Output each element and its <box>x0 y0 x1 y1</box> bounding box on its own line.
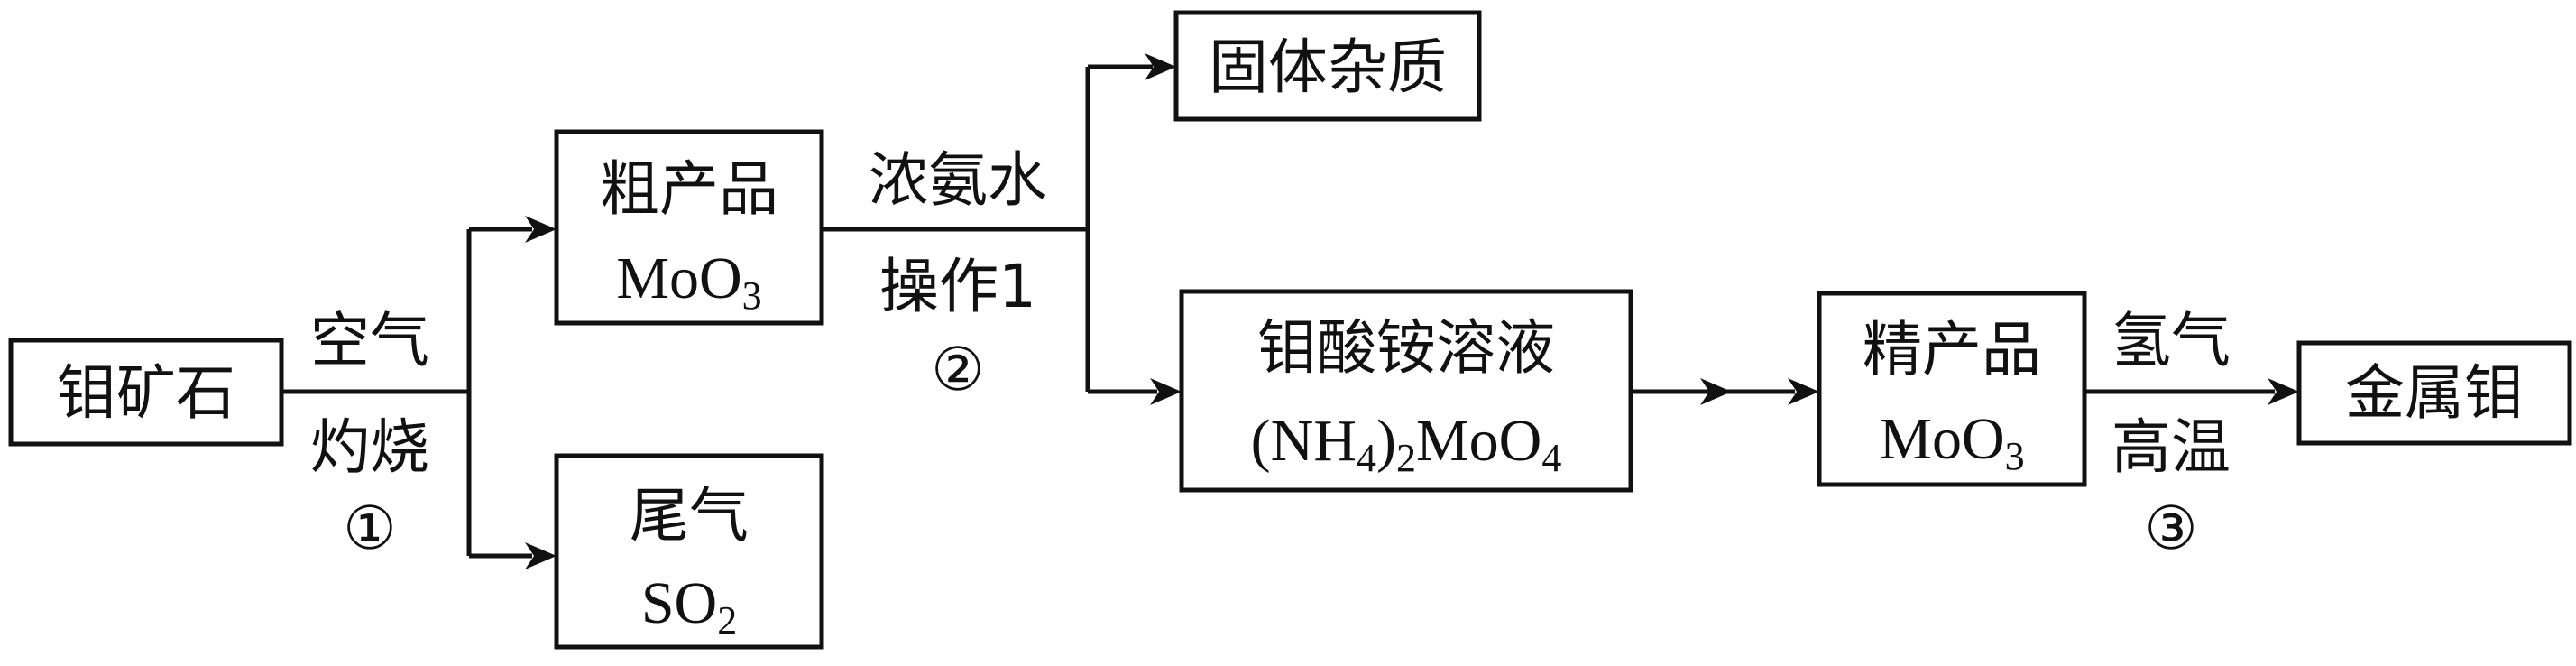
pure-product-label: 精产品 <box>1863 315 2041 384</box>
ammonium-molybdate-label: 钼酸铵溶液 <box>1257 313 1555 383</box>
step3-number: ③ <box>2144 496 2197 562</box>
pure-product-box <box>1817 291 2087 487</box>
metal-molybdenum-box <box>2296 340 2572 446</box>
crude-product-formula: MoO3 <box>616 245 761 318</box>
crude-product-label: 粗产品 <box>600 154 778 224</box>
arrowhead-to-metal <box>2268 378 2299 405</box>
arrowhead-to-crude <box>525 216 557 243</box>
step3-condition-bottom: 高温 <box>2111 412 2231 482</box>
tail-gas-formula: SO2 <box>641 570 737 643</box>
step1-condition-bottom: 灼烧 <box>310 412 429 482</box>
step1-condition-top: 空气 <box>310 306 429 375</box>
tail-gas-box <box>554 453 824 650</box>
arrowhead-mid-solution <box>1700 378 1732 405</box>
step2-condition-bottom: 操作1 <box>879 252 1036 321</box>
arrowhead-to-solution <box>1150 378 1182 405</box>
step1-number: ① <box>343 496 396 562</box>
ammonium-molybdate-formula: (NH4)2MoO4 <box>1251 408 1562 480</box>
tail-gas-label: 尾气 <box>630 481 749 550</box>
arrowhead-to-tail <box>525 542 557 569</box>
step2-condition-top: 浓氨水 <box>869 145 1047 215</box>
solid-impurity-box <box>1173 10 1482 122</box>
solid-impurity-label: 固体杂质 <box>1209 32 1447 102</box>
ore-label: 钼矿石 <box>57 358 235 428</box>
pure-product-formula: MoO3 <box>1879 406 2024 478</box>
metal-molybdenum-label: 金属钼 <box>2345 358 2524 428</box>
step3-condition-top: 氢气 <box>2111 306 2231 375</box>
arrowhead-to-solid <box>1145 53 1176 80</box>
arrowhead-to-pure <box>1788 378 1819 405</box>
step2-number: ② <box>931 338 984 403</box>
